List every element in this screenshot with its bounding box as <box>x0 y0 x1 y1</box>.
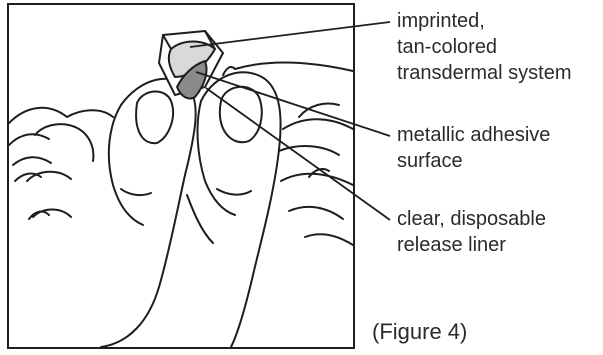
left-hand-knuckles <box>9 108 113 123</box>
label-line: release liner <box>397 232 546 258</box>
label-line: clear, disposable <box>397 206 546 232</box>
left-finger-3 <box>33 210 71 218</box>
left-thumbnail <box>136 91 173 143</box>
left-finger-1 <box>35 124 93 161</box>
label-line: transdermal system <box>397 60 572 86</box>
figure-caption: (Figure 4) <box>372 318 467 346</box>
right-finger-2 <box>281 174 353 185</box>
right-thumbnail <box>220 87 262 142</box>
right-thumb <box>201 72 281 347</box>
label-release-liner: clear, disposable release liner <box>397 206 546 258</box>
label-transdermal-system: imprinted, tan-colored transdermal syste… <box>397 8 572 86</box>
label-line: imprinted, <box>397 8 572 34</box>
label-line: tan-colored <box>397 34 572 60</box>
label-metallic-adhesive: metallic adhesive surface <box>397 122 550 174</box>
label-line: surface <box>397 148 550 174</box>
illustration-frame <box>7 3 355 349</box>
right-finger-top <box>235 62 353 71</box>
right-finger-1 <box>283 119 353 129</box>
hands-illustration <box>9 5 353 347</box>
label-line: metallic adhesive <box>397 122 550 148</box>
